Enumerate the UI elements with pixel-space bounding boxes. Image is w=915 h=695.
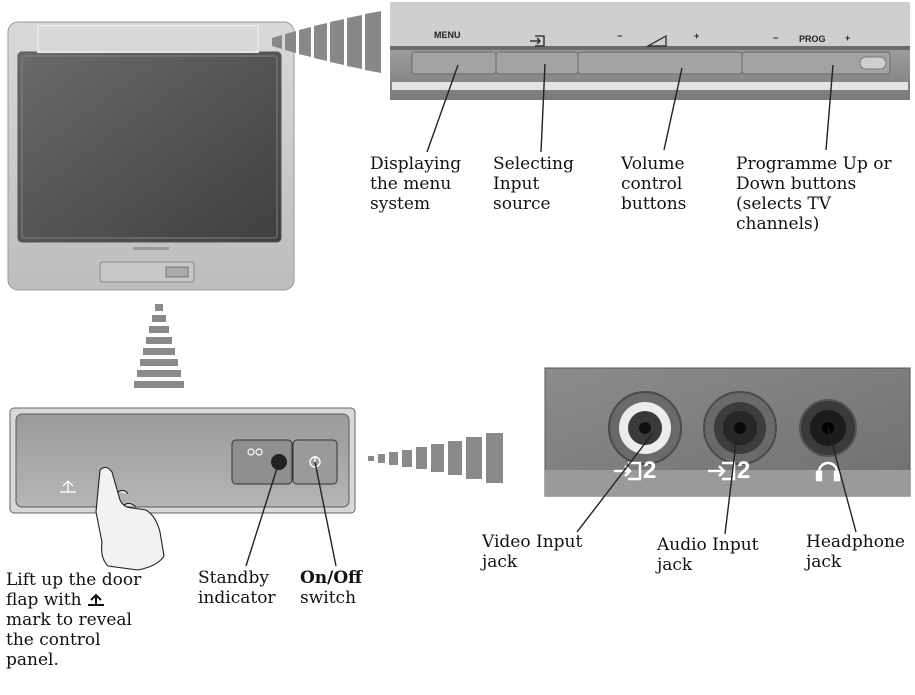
jack-panel	[544, 367, 911, 497]
prog-plus-label: +	[845, 33, 851, 43]
headphone-icon	[815, 461, 841, 482]
menu-caption: Displaying the menu system	[370, 154, 462, 214]
door-caption-line-1: Lift up the door	[6, 570, 142, 590]
door-panel	[9, 407, 356, 571]
door-flap-mark-icon	[87, 593, 104, 606]
input-caption: Selecting Input source	[493, 154, 574, 214]
door-flap-mark-icon	[60, 480, 76, 493]
tv-set	[7, 21, 295, 291]
video-jack-number: 2	[643, 457, 657, 484]
door-caption-line-2: flap with	[6, 590, 141, 610]
programme-caption: Programme Up or Down buttons (selects TV…	[736, 154, 892, 234]
headphone-jack-caption: Headphone jack	[806, 532, 905, 572]
volume-plus-label: +	[694, 31, 700, 41]
door-leader-lines	[245, 461, 337, 567]
audio-jack-number: 2	[737, 457, 751, 484]
standby-housing	[231, 439, 293, 485]
standby-caption: Standby indicator	[198, 568, 276, 608]
prog-minus-label: −	[773, 33, 779, 43]
on-off-caption-rest: switch	[300, 588, 357, 608]
door-caption-line-4: the control	[6, 630, 101, 650]
prog-label: PROG	[799, 34, 826, 44]
audio-jack-caption: Audio Input jack	[657, 535, 759, 575]
input-source-icon	[530, 35, 545, 47]
programme-buttons[interactable]	[741, 51, 891, 75]
zoom-wedge-vertical	[134, 304, 184, 388]
top-panel-highlight	[37, 25, 259, 53]
volume-minus-label: −	[617, 31, 623, 41]
zoom-wedge-horizontal	[368, 433, 503, 483]
top-leader-lines	[426, 63, 834, 153]
top-control-panel	[390, 2, 910, 100]
video-jack-caption: Video Input jack	[482, 532, 583, 572]
volume-caption: Volume control buttons	[621, 154, 687, 214]
menu-label: MENU	[434, 30, 461, 40]
hand-icon	[95, 466, 165, 571]
jack-leader-lines	[576, 427, 857, 535]
zoom-wedge-top	[272, 11, 381, 73]
door-caption-line-3: mark to reveal	[6, 610, 132, 630]
volume-ramp-icon	[645, 34, 667, 47]
on-off-caption-bold: On/Off	[300, 568, 363, 588]
input-select-button[interactable]	[495, 51, 579, 75]
door-caption-line-5: panel.	[6, 650, 59, 670]
menu-button[interactable]	[411, 51, 497, 75]
volume-buttons[interactable]	[577, 51, 743, 75]
door-caption: Lift up the door flap with mark to revea…	[6, 570, 141, 670]
